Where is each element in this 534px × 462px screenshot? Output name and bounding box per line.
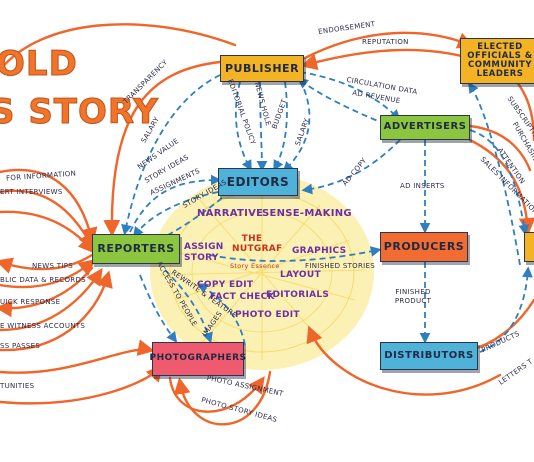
distributors-node[interactable]: DISTRIBUTORS xyxy=(380,342,478,370)
title-line-1: OLD xyxy=(0,44,78,85)
quick-response-label: UICK RESPONSE xyxy=(0,298,61,306)
graphics-label: GRAPHICS xyxy=(292,246,347,256)
news-tips-label: NEWS TIPS xyxy=(32,262,73,270)
public-data-label: BLIC DATA & RECORDS xyxy=(0,276,86,284)
producers-node[interactable]: PRODUCERS xyxy=(380,232,468,262)
opportunities-label: TUNITIES xyxy=(0,382,35,390)
editorials-label: EDITORIALS xyxy=(266,290,330,300)
photo-edit-label: PHOTO EDIT xyxy=(235,310,300,320)
copy-edit-label: COPY EDIT xyxy=(197,280,254,290)
offscreen-node xyxy=(524,232,534,262)
reporters-label: REPORTERS xyxy=(97,242,175,256)
advertisers-label: ADVERTISERS xyxy=(383,121,467,133)
finished-product-label: FINISHED PRODUCT xyxy=(394,288,432,306)
finished-stories-label: FINISHED STORIES xyxy=(305,262,375,270)
narrative-label: NARRATIVE xyxy=(197,208,264,219)
orange-links xyxy=(0,23,534,426)
layout-label: LAYOUT xyxy=(280,270,321,280)
assign-story-label: ASSIGN STORY xyxy=(184,242,224,263)
producers-label: PRODUCERS xyxy=(383,240,465,254)
expert-interviews-label: ERT INTERVIEWS xyxy=(0,188,63,196)
witness-accounts-label: E WITNESS ACCOUNTS xyxy=(0,322,86,330)
fact-check-label: FACT CHECK xyxy=(210,292,275,302)
story-essence-label: Story Essence xyxy=(230,262,280,270)
sense-making-label: SENSE-MAKING xyxy=(262,208,352,219)
elected-officials-node[interactable]: ELECTED OFFICIALS & COMMUNITY LEADERS xyxy=(460,38,534,84)
press-passes-label: SS PASSES xyxy=(0,342,41,350)
ad-inserts-label: AD INSERTS xyxy=(400,182,445,190)
publisher-node[interactable]: PUBLISHER xyxy=(220,55,304,82)
reputation-label: REPUTATION xyxy=(362,38,409,46)
title-line-2: S STORY xyxy=(0,92,159,133)
blue-links xyxy=(121,71,533,353)
story-essence-sun xyxy=(150,174,374,370)
elected-officials-label: ELECTED OFFICIALS & COMMUNITY LEADERS xyxy=(467,42,533,79)
photographers-node[interactable]: PHOTOGRAPHERS xyxy=(149,342,247,376)
editors-label: EDITORS xyxy=(226,174,290,189)
advertisers-node[interactable]: ADVERTISERS xyxy=(380,115,470,140)
nutgraf-label: THE NUTGRAF xyxy=(232,234,283,254)
photographers-label: PHOTOGRAPHERS xyxy=(149,353,247,364)
reporters-node[interactable]: REPORTERS xyxy=(92,234,180,264)
distributors-label: DISTRIBUTORS xyxy=(384,349,474,361)
publisher-label: PUBLISHER xyxy=(224,61,300,75)
editors-node[interactable]: EDITORS xyxy=(218,168,298,196)
